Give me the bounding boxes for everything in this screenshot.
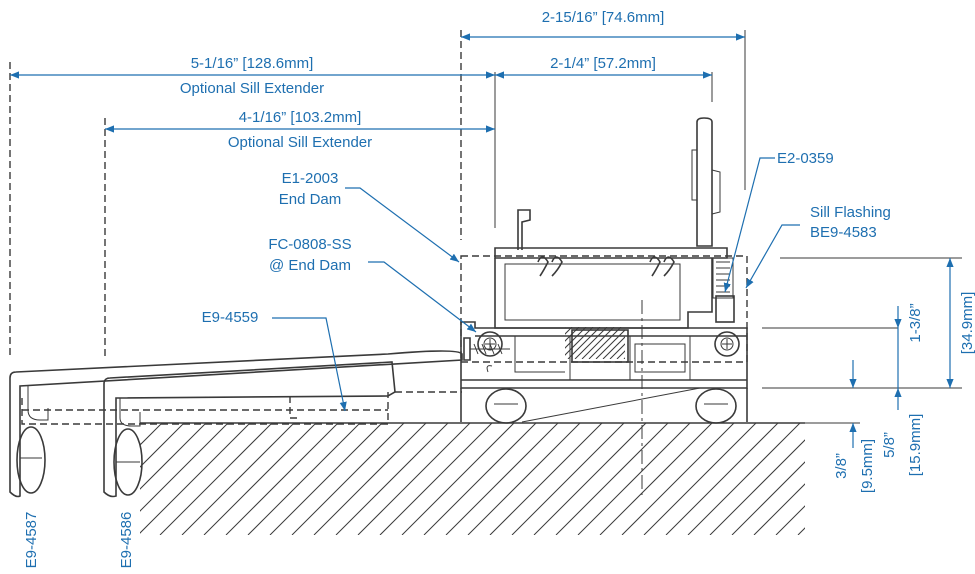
callout-extender-part: E9-4559: [202, 309, 259, 326]
hatch-line: [357, 423, 471, 535]
horizontal-dimensions: [10, 33, 745, 133]
hatch-line: [423, 423, 537, 535]
hatch-line: [140, 423, 207, 490]
hatch-line: [565, 327, 594, 356]
end-dam-outline: [460, 255, 748, 363]
callout-end-dam-part: E1-2003: [282, 170, 339, 187]
sill-base-extrusion: [460, 321, 748, 389]
hatch-line: [565, 327, 573, 335]
label-profile-e9-4587: E9-4587: [23, 512, 40, 569]
hatch-line: [609, 343, 625, 359]
callout-fastener-label: @ End Dam: [269, 257, 351, 274]
hatch-line: [599, 423, 713, 535]
dim-height-2-mm: [15.9mm]: [907, 414, 924, 477]
hatch-line: [379, 423, 493, 535]
hatch-line: [588, 327, 622, 359]
dim-extender-short-caption: Optional Sill Extender: [228, 134, 372, 151]
callout-gasket-part: E2-0359: [777, 150, 834, 167]
hatch-line: [203, 423, 317, 535]
hatch-line: [775, 505, 805, 535]
hatch-line: [181, 423, 295, 535]
dim-extender-long-caption: Optional Sill Extender: [180, 80, 324, 97]
callout-flashing-label: Sill Flashing: [810, 204, 891, 221]
hatch-line: [643, 423, 757, 535]
extension-lines: [9, 30, 746, 360]
hatch-line: [140, 423, 251, 534]
hatch-line: [247, 423, 361, 535]
hatch-line: [140, 423, 163, 446]
hatch-line: [140, 423, 229, 512]
hatch-line: [401, 423, 515, 535]
hatch-line: [140, 423, 185, 468]
hatch-line: [581, 327, 615, 359]
hatch-line: [709, 439, 805, 535]
dim-height-3: 3/8”: [833, 453, 850, 479]
callout-end-dam-label: End Dam: [279, 191, 342, 208]
hatch-line: [665, 423, 779, 535]
hatch-line: [269, 423, 383, 535]
hatch-line: [511, 423, 625, 535]
hatch-line: [489, 423, 603, 535]
hatch-line: [565, 327, 566, 328]
label-profile-e9-4586: E9-4586: [118, 512, 135, 569]
hatch-line: [313, 423, 427, 535]
dim-overall-depth: 2-15/16” [74.6mm]: [542, 9, 665, 26]
hatch-line: [621, 423, 735, 535]
hatch-line: [574, 327, 608, 359]
dim-sill-width: 2-1/4” [57.2mm]: [550, 55, 656, 72]
hatch-line: [291, 423, 405, 535]
hatch-line: [565, 327, 580, 342]
hatch-line: [753, 483, 805, 535]
hatch-line: [159, 423, 273, 535]
hatch-line: [602, 336, 625, 359]
vertical-dimensions: [762, 257, 962, 448]
hatch-line: [467, 423, 581, 535]
hatch-line: [225, 423, 339, 535]
bottom-gaskets: [460, 387, 748, 424]
callout-fastener-part: FC-0808-SS: [268, 236, 351, 253]
hatch-line: [577, 423, 691, 535]
hatch-line: [595, 329, 625, 359]
dim-height-1-mm: [34.9mm]: [959, 292, 975, 355]
hatch-line: [533, 423, 647, 535]
hatch-line: [335, 423, 449, 535]
hatch-line: [445, 423, 559, 535]
hatch-line: [687, 423, 801, 535]
substrate: [140, 422, 805, 535]
callout-flashing-part: BE9-4583: [810, 224, 877, 241]
callout-leaders: [272, 157, 800, 412]
dim-height-1: 1-3/8”: [907, 303, 924, 342]
hatch-line: [567, 327, 601, 359]
sill-extender-e9-4559: [21, 391, 462, 425]
hatch-line: [731, 461, 805, 535]
dim-height-3-mm: [9.5mm]: [859, 439, 876, 493]
frame-extrusion: [494, 117, 735, 329]
hatch-line: [616, 350, 625, 359]
dim-height-2: 5/8”: [881, 432, 898, 458]
hatch-line: [555, 423, 669, 535]
dim-extender-long: 5-1/16” [128.6mm]: [191, 55, 314, 72]
hatch-line: [565, 327, 587, 349]
dim-extender-short: 4-1/16” [103.2mm]: [239, 109, 362, 126]
